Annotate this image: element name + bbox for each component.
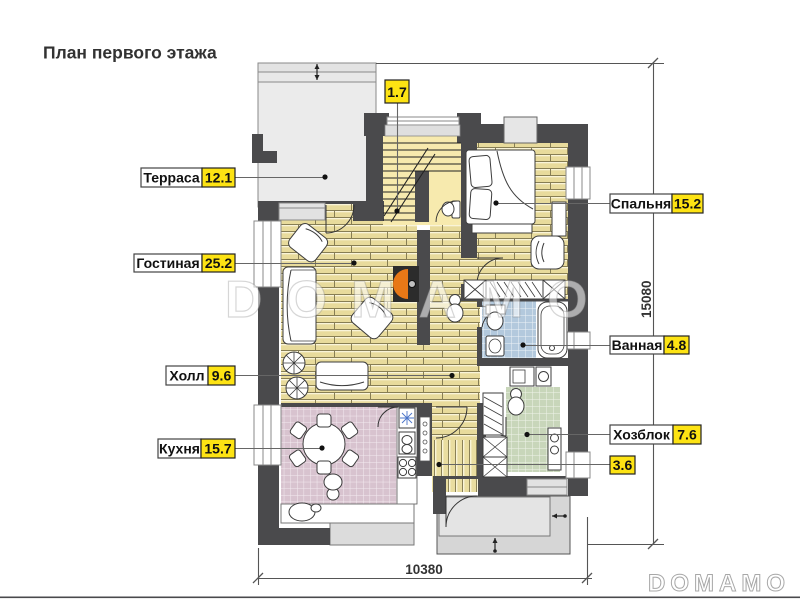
- svg-text:4.8: 4.8: [667, 337, 687, 353]
- svg-text:Гостиная: Гостиная: [136, 255, 199, 271]
- svg-text:25.2: 25.2: [205, 255, 232, 271]
- svg-text:Хозблок: Хозблок: [613, 427, 671, 443]
- svg-text:15.2: 15.2: [674, 196, 701, 212]
- svg-text:15080: 15080: [639, 280, 654, 318]
- svg-text:12.1: 12.1: [205, 170, 232, 186]
- svg-text:15.7: 15.7: [204, 441, 231, 457]
- svg-text:Ванная: Ванная: [612, 337, 663, 353]
- svg-text:1.7: 1.7: [387, 84, 407, 100]
- svg-text:Спальня: Спальня: [611, 196, 671, 212]
- svg-text:Терраса: Терраса: [143, 170, 199, 186]
- svg-text:Холл: Холл: [169, 368, 204, 384]
- svg-text:10380: 10380: [405, 562, 443, 577]
- svg-text:Кухня: Кухня: [159, 441, 200, 457]
- svg-text:9.6: 9.6: [212, 368, 232, 384]
- svg-text:DOMAMO: DOMAMO: [648, 570, 790, 597]
- svg-text:План первого этажа: План первого этажа: [43, 43, 217, 63]
- svg-text:DOMAMO: DOMAMO: [225, 271, 612, 329]
- svg-text:7.6: 7.6: [677, 427, 697, 443]
- svg-text:3.6: 3.6: [613, 457, 633, 473]
